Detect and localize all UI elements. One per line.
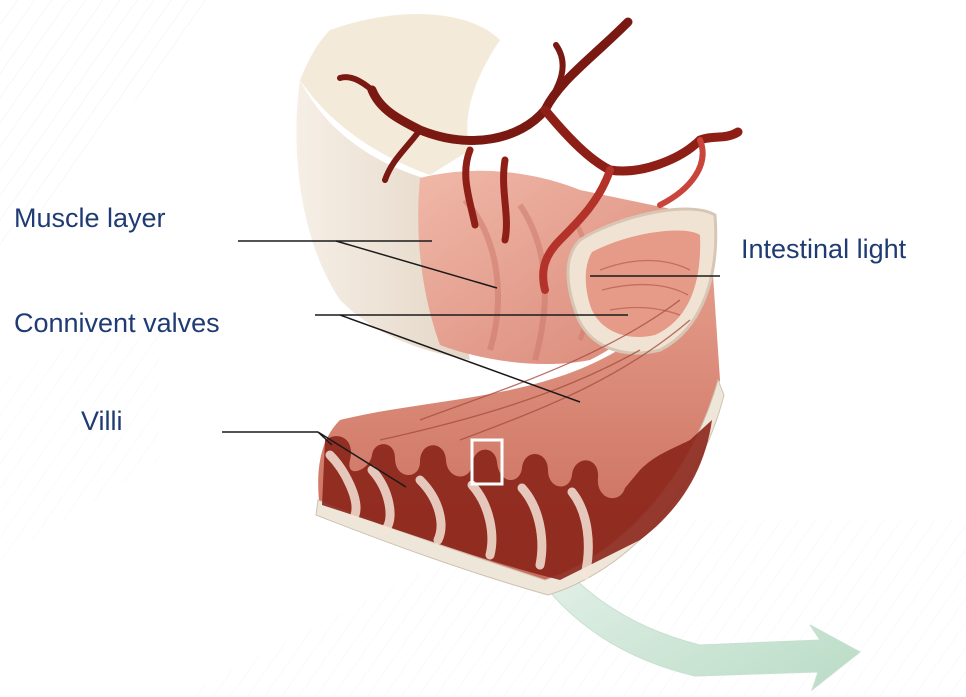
- label-connivent-valves: Connivent valves: [14, 310, 220, 337]
- intestine-tube: [296, 14, 724, 595]
- label-villi: Villi: [81, 408, 123, 435]
- label-muscle-layer: Muscle layer: [14, 205, 166, 232]
- label-intestinal-light: Intestinal light: [741, 236, 906, 263]
